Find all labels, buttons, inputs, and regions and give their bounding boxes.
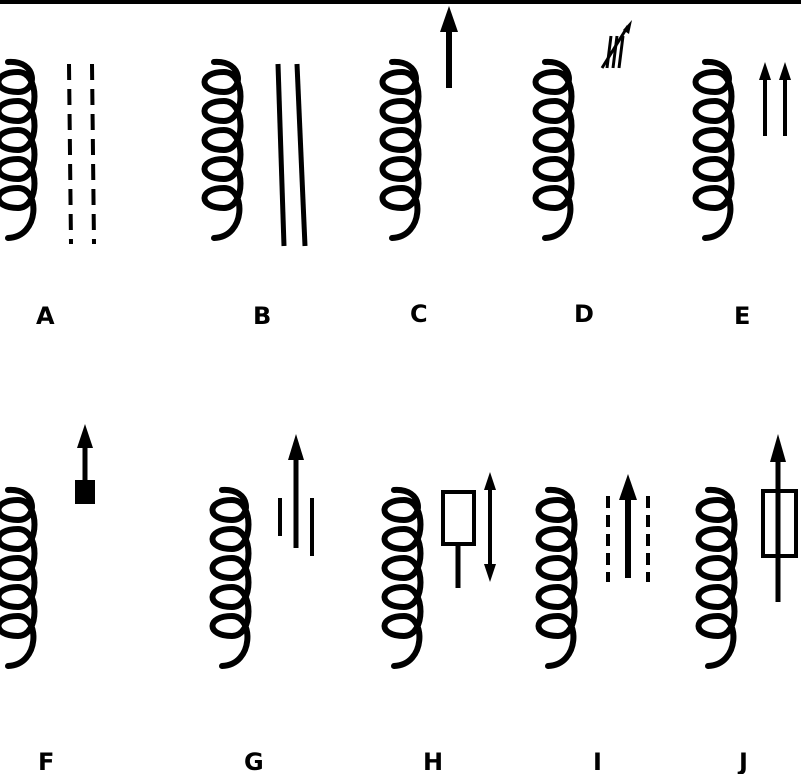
label-d: D (574, 300, 594, 328)
arrow-g-head (288, 434, 304, 460)
label-h: H (423, 748, 443, 774)
symbol-d-group (536, 20, 632, 238)
arrow-h-head-down (484, 564, 496, 582)
arrow-e2-head (779, 62, 791, 80)
arrow-f-head (77, 424, 93, 448)
preset-d-bar3 (617, 35, 625, 69)
coil-f (0, 490, 35, 666)
symbol-g-group (213, 434, 314, 666)
label-c: C (410, 300, 428, 328)
label-i: I (593, 748, 602, 774)
label-j: J (737, 748, 748, 774)
preset-d-bar2 (611, 35, 619, 69)
arrow-c-head (440, 6, 458, 32)
core-h-box (441, 490, 476, 546)
preset-d-arrowhead (623, 20, 632, 34)
core-a-left-dashed (67, 63, 73, 245)
coil-g (213, 490, 249, 666)
coil-c (383, 62, 419, 238)
label-e: E (734, 302, 750, 330)
label-b: B (253, 302, 271, 330)
core-b-right (294, 63, 308, 247)
preset-d-arrow (600, 25, 630, 69)
preset-d-bar1 (605, 35, 613, 69)
core-a-right-dashed (90, 63, 96, 245)
symbol-j-group (699, 434, 798, 666)
symbol-c-group (383, 6, 458, 238)
coil-b (205, 62, 241, 238)
symbol-f-group (0, 424, 95, 666)
coil-d (536, 62, 572, 238)
coil-a (0, 62, 35, 238)
coil-i (539, 490, 575, 666)
core-b-left (275, 63, 287, 247)
label-g: G (244, 748, 264, 774)
symbol-b-group (205, 62, 308, 247)
label-a: A (36, 302, 55, 330)
coil-e (696, 62, 732, 238)
coil-h (385, 490, 421, 666)
label-f: F (38, 748, 54, 774)
symbol-a-group (0, 62, 96, 245)
arrow-i-head (619, 474, 637, 500)
arrow-e1-head (759, 62, 771, 80)
symbol-h-group (385, 472, 496, 666)
symbol-i-group (539, 474, 650, 666)
arrow-j-head (770, 434, 786, 462)
arrow-h-head-up (484, 472, 496, 490)
symbol-e-group (696, 62, 791, 238)
coil-j (699, 490, 735, 666)
slug-f (75, 480, 95, 504)
